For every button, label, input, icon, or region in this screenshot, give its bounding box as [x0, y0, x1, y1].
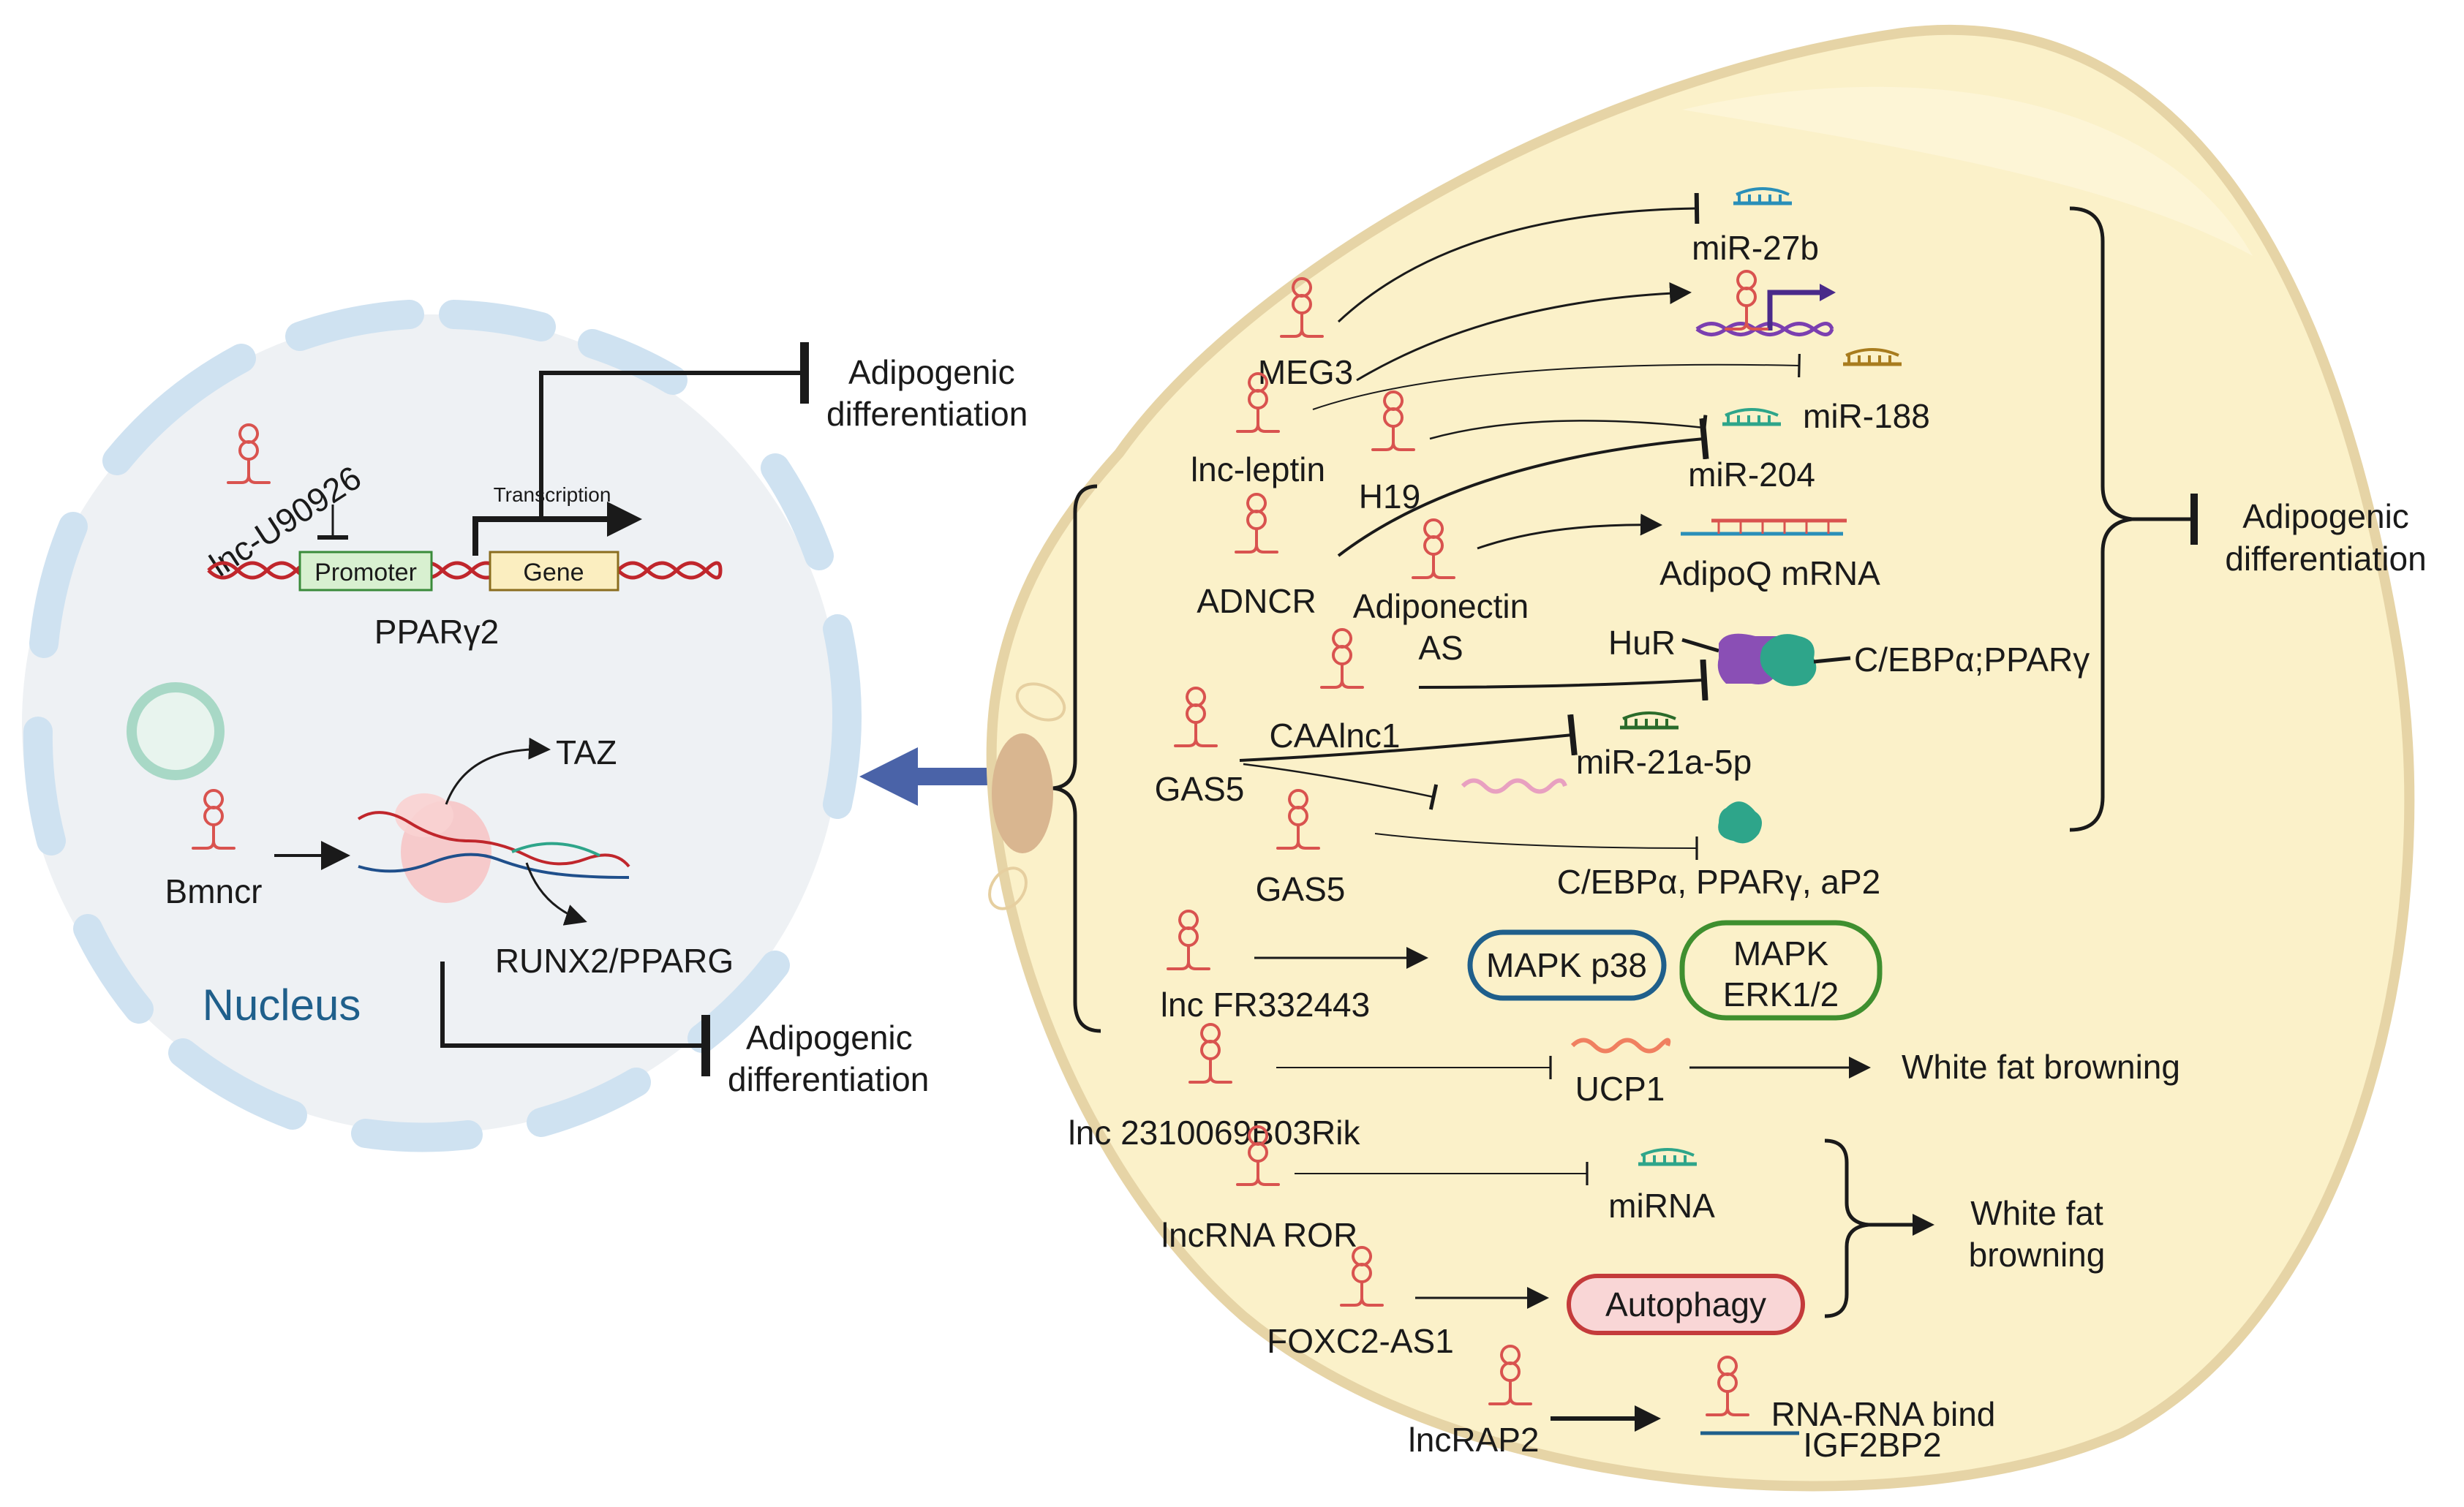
lncrna-ror-label: lncRNA ROR [1161, 1216, 1357, 1254]
mapk-erk-box [1679, 920, 1883, 1021]
ppar-inhibition-line [539, 342, 809, 519]
hur-link [1681, 638, 1719, 653]
gene-box [489, 551, 619, 592]
cebpa-link [1813, 656, 1851, 664]
mitochondria-icon [988, 866, 1028, 910]
wfb-line1: White fat [1970, 1194, 2103, 1232]
cebpa-pparg-label: C/EBPα;PPARγ [1854, 641, 2090, 679]
foxc2-label: FOXC2-AS1 [1267, 1322, 1454, 1360]
gene-activation-icon [1695, 270, 1836, 336]
nucleus-title: Nucleus [203, 981, 361, 1030]
ucp1-icon [1570, 1038, 1671, 1054]
bmncr-label: Bmncr [165, 872, 263, 910]
adiponectin-as-line2: AS [1418, 629, 1463, 667]
rna-rna-bind-label: RNA-RNA bind [1771, 1395, 1996, 1433]
left-brace [1052, 484, 1101, 1033]
caalnc1-to-hur [1418, 659, 1708, 701]
mapk-erk-line1: MAPK [1733, 934, 1829, 972]
runx2-inhibition-line [440, 962, 710, 1076]
hur-label: HuR [1608, 624, 1676, 662]
promoter-label: Promoter [314, 559, 417, 586]
gas5-to-mrna [1243, 763, 1439, 810]
meg3-label: MEG3 [1258, 353, 1353, 391]
cebpa-protein-icon [1718, 801, 1762, 844]
white-fat-browning-label: White fat browning [1902, 1048, 2180, 1086]
runx2-label: RUNX2/PPARG [495, 942, 734, 980]
transcription-label: Transcription [494, 483, 611, 506]
adiponectin-to-mrna [1477, 513, 1662, 550]
h19-to-mir188 [1429, 415, 1708, 441]
adipogenic-top-line1: Adipogenic [848, 353, 1015, 391]
taz-label: TAZ [556, 733, 617, 771]
mapk-erk-line2: ERK1/2 [1723, 975, 1839, 1013]
lnc-leptin-label: lnc-leptin [1191, 450, 1325, 488]
lncrap2-label: lncRAP2 [1409, 1421, 1540, 1459]
cell-nucleus-ellipse [992, 733, 1053, 853]
nuclear-membrane [23, 300, 862, 1152]
cell-body [986, 24, 2415, 1492]
autophagy-label: Autophagy [1605, 1285, 1766, 1323]
adipogenic-bottom-line2: differentiation [728, 1060, 929, 1098]
mir21-label: miR-21a-5p [1576, 743, 1752, 781]
transcription-arrow [472, 502, 642, 556]
h19-label: H19 [1359, 477, 1420, 515]
right-adipogenic-line2: differentiation [2225, 540, 2426, 578]
gene-label: Gene [523, 559, 584, 586]
meg3-to-mir27b [1337, 192, 1700, 323]
adipoq-mrna-icon [1681, 518, 1847, 536]
caalnc1-label: CAAlnc1 [1270, 717, 1401, 755]
gas5-a-label: GAS5 [1155, 770, 1245, 808]
transcription-complex [357, 793, 630, 903]
gas5-to-mir21 [1239, 714, 1578, 762]
autophagy-box [1567, 1274, 1805, 1335]
adipogenic-top-line2: differentiation [826, 395, 1028, 433]
ucp1-label: UCP1 [1575, 1070, 1665, 1108]
protein-complex-icon [1717, 633, 1817, 687]
lnc-2310-label: lnc 2310069B03Rik [1069, 1114, 1361, 1152]
mitochondria-icon [1015, 682, 1066, 722]
nucleus-panel: lnc-U90926 Promoter Gene Transcription A… [22, 300, 1028, 1152]
gas5-to-cebpa [1374, 833, 1698, 861]
adipogenic-bottom-line1: Adipogenic [746, 1019, 913, 1057]
cebpa-list-label: C/EBPα, PPARγ, aP2 [1557, 863, 1880, 901]
adipocyte-cell: Adipogenic differentiation MEG3 miR-27b … [986, 24, 2427, 1492]
adiponectin-as-line1: Adiponectin [1353, 587, 1529, 625]
adncr-to-mir204 [1337, 418, 1709, 557]
mir27b-label: miR-27b [1692, 229, 1819, 267]
meg3-activation [1356, 282, 1692, 382]
wfb-line2: browning [1969, 1236, 2106, 1274]
runx2-arrow [525, 862, 587, 926]
dna-helix [207, 561, 723, 580]
adipoq-label: AdipoQ mRNA [1659, 554, 1880, 592]
mapk-p38-label: MAPK p38 [1486, 946, 1647, 984]
igf2bp2-label: IGF2BP2 [1803, 1426, 1941, 1464]
lnc-leptin-to-mir188 [1312, 353, 1801, 410]
nucleolus [127, 682, 225, 780]
taz-arrow [445, 737, 551, 805]
mrna-squiggle-icon [1461, 778, 1567, 794]
promoter-box [298, 551, 433, 592]
lnc-fr-label: lnc FR332443 [1161, 986, 1370, 1024]
gas5-b-label: GAS5 [1256, 870, 1346, 908]
right-adipogenic-line1: Adipogenic [2242, 497, 2409, 535]
mapk-p38-box [1467, 929, 1667, 1001]
adncr-label: ADNCR [1197, 582, 1316, 620]
mirna-label: miRNA [1608, 1187, 1715, 1225]
cell-to-nucleus-arrow [859, 747, 991, 806]
mir188-label: miR-188 [1803, 397, 1930, 435]
mir204-label: miR-204 [1688, 456, 1815, 494]
ppar-label: PPARγ2 [374, 613, 499, 651]
